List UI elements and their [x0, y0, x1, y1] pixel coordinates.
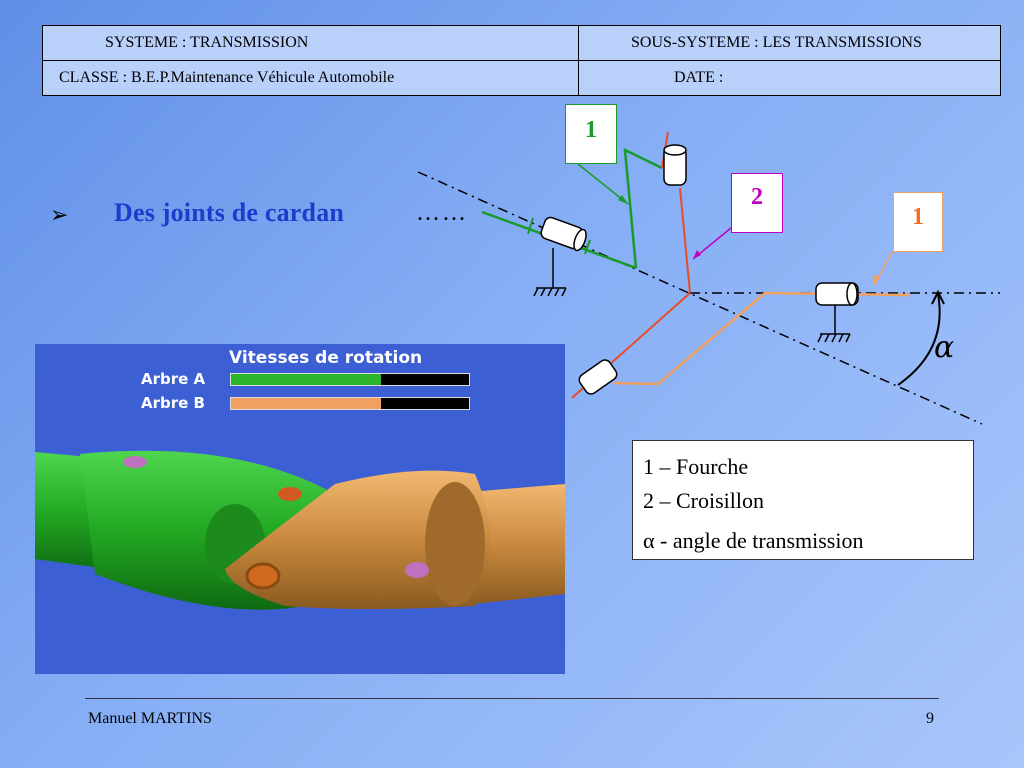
section-title: Des joints de cardan [114, 198, 345, 227]
header-table: SYSTEME : TRANSMISSION SOUS-SYSTEME : LE… [42, 25, 1001, 96]
orange-fork-shaft [613, 291, 911, 386]
arrow-bullet-icon: ➢ [50, 203, 69, 228]
footer-divider [85, 698, 939, 699]
transmission-angle-arc [897, 289, 945, 386]
page-number: 9 [926, 710, 934, 727]
header-system: SYSTEME : TRANSMISSION [42, 25, 579, 61]
shaft-a-speed-bar [230, 373, 470, 386]
shaft-b-speed-bar [230, 397, 470, 410]
callout-cross: 2 [731, 173, 783, 233]
shaft-a-label: Arbre A [141, 370, 206, 388]
callout-fork-green: 1 [565, 104, 617, 164]
callout-fork-orange: 1 [893, 192, 943, 252]
cardan-3d-simulation: Vitesses de rotation Arbre A Arbre B [35, 344, 565, 674]
bearing-output [815, 282, 859, 343]
legend-box: 1 – Fourche 2 – Croisillon α - angle de … [632, 440, 974, 560]
universal-joint-render [35, 450, 565, 610]
axis-line-input [417, 171, 983, 425]
footer-author: Manuel MARTINS [88, 710, 212, 727]
cross-upper-cylinder [663, 144, 687, 186]
callout-1-pointer [577, 163, 629, 205]
legend-cross: 2 – Croisillon [643, 488, 765, 513]
header-subsystem: SOUS-SYSTEME : LES TRANSMISSIONS [578, 25, 1001, 61]
legend-angle: α - angle de transmission [643, 528, 864, 553]
cross-lower-cylinder [578, 359, 618, 395]
header-class: CLASSE : B.E.P.Maintenance Véhicule Auto… [42, 60, 579, 96]
bearing-input [533, 216, 587, 297]
title-dots: …… [416, 200, 468, 226]
header-date: DATE : [578, 60, 1001, 96]
angle-alpha-label: α [934, 330, 955, 365]
sim-title: Vitesses de rotation [229, 348, 423, 368]
legend-fork: 1 – Fourche [643, 454, 749, 479]
shaft-b-label: Arbre B [141, 394, 205, 412]
